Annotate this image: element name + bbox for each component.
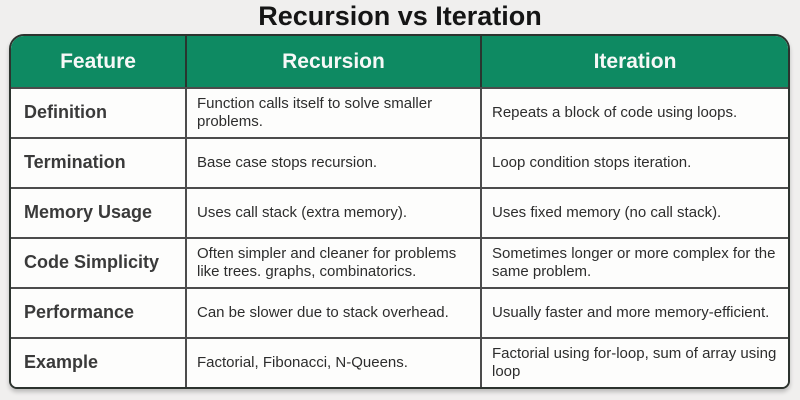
feature-label: Example bbox=[24, 352, 99, 373]
column-header-feature: Feature bbox=[60, 49, 136, 73]
recursion-cell: Often simpler and cleaner for problems l… bbox=[185, 239, 480, 287]
table-row-definition: Definition Function calls itself to solv… bbox=[11, 87, 788, 137]
feature-label: Performance bbox=[24, 302, 135, 323]
table-row-termination: Termination Base case stops recursion. L… bbox=[11, 137, 788, 187]
recursion-cell: Function calls itself to solve smaller p… bbox=[185, 89, 480, 137]
iteration-cell: Factorial using for-loop, sum of array u… bbox=[480, 339, 788, 387]
recursion-cell: Uses call stack (extra memory). bbox=[185, 189, 480, 237]
comparison-table: Feature Recursion Iteration Definition F… bbox=[9, 34, 790, 389]
iteration-cell: Repeats a block of code using loops. bbox=[480, 89, 788, 137]
iteration-cell: Loop condition stops iteration. bbox=[480, 139, 788, 187]
table-header-row: Feature Recursion Iteration bbox=[11, 36, 788, 87]
feature-label: Code Simplicity bbox=[24, 252, 160, 273]
recursion-cell: Base case stops recursion. bbox=[185, 139, 480, 187]
recursion-cell: Can be slower due to stack overhead. bbox=[185, 289, 480, 337]
table-row-code-simplicity: Code Simplicity Often simpler and cleane… bbox=[11, 237, 788, 287]
iteration-cell: Usually faster and more memory-efficient… bbox=[480, 289, 788, 337]
iteration-cell: Sometimes longer or more complex for the… bbox=[480, 239, 788, 287]
column-header-iteration: Iteration bbox=[480, 36, 788, 87]
column-header-recursion: Recursion bbox=[185, 36, 480, 87]
page-title: Recursion vs Iteration bbox=[258, 1, 542, 31]
recursion-cell: Factorial, Fibonacci, N-Queens. bbox=[185, 339, 480, 387]
feature-label: Definition bbox=[24, 102, 107, 123]
feature-label: Memory Usage bbox=[24, 202, 153, 223]
table-row-memory-usage: Memory Usage Uses call stack (extra memo… bbox=[11, 187, 788, 237]
iteration-cell: Uses fixed memory (no call stack). bbox=[480, 189, 788, 237]
table-row-performance: Performance Can be slower due to stack o… bbox=[11, 287, 788, 337]
table-row-example: Example Factorial, Fibonacci, N-Queens. … bbox=[11, 337, 788, 387]
feature-label: Termination bbox=[24, 152, 126, 173]
